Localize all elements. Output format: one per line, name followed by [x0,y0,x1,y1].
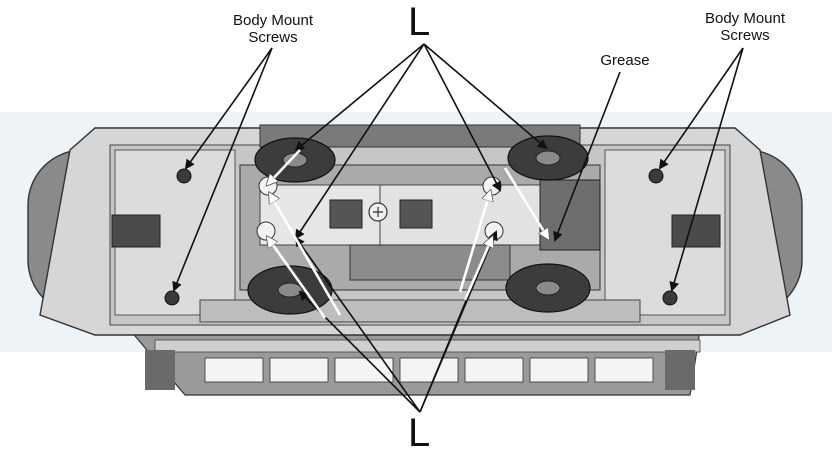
grease-label: Grease [600,52,650,69]
car-underbody [27,124,803,336]
body-mount-label-left-line1: Body Mount [232,12,314,29]
body-mount-label-right-line2: Screws [720,27,770,44]
body-mount-label-left-line2: Screws [248,29,298,46]
lubricate-label-top: L [408,0,431,44]
body-mount-label-right-line1: Body Mount [704,10,786,27]
body-mount-screws [164,168,678,306]
leader-arrows-black [172,43,744,413]
body-mount-screws-label-right: Body Mount Screws [690,10,800,44]
car-side-windows [128,329,701,396]
leader-arrows-white [268,149,548,319]
body-mount-screws-label-left: Body Mount Screws [218,12,328,46]
lubricate-label-bottom: L [408,411,431,455]
wheel-hubs [277,150,561,298]
